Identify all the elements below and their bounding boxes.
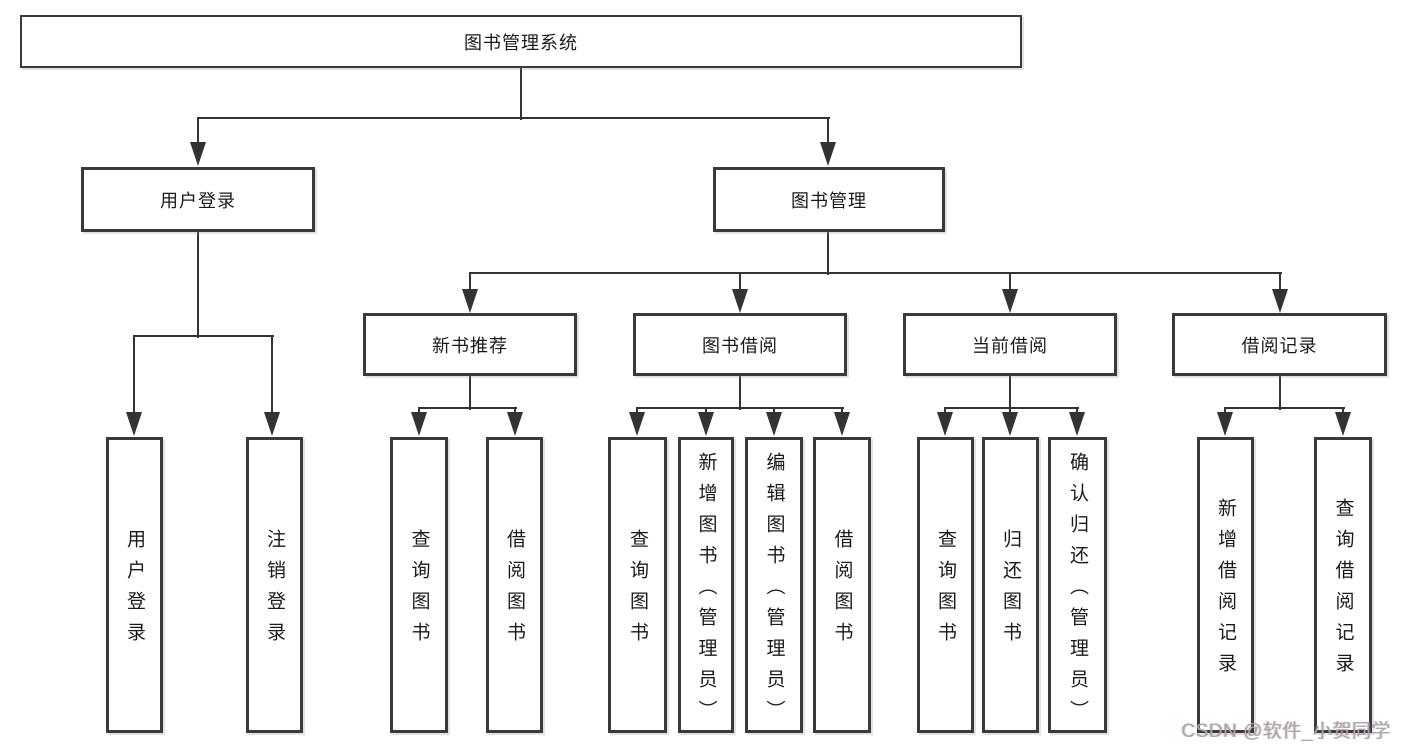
arrowhead-down-icon <box>1069 412 1085 436</box>
leaf-query-book-recommend: 查询图书 <box>390 437 448 733</box>
connector-user-login-stub <box>197 232 199 338</box>
node-label: 借阅图书 <box>504 529 525 653</box>
leaf-query-book-current: 查询图书 <box>917 437 974 733</box>
connector-branch <box>636 407 844 409</box>
arrowhead-down-icon <box>629 412 645 436</box>
connector-arrow-stem <box>514 408 516 415</box>
arrowhead-down-icon <box>820 142 836 166</box>
connector-arrow-stem <box>469 273 471 291</box>
connector-arrow-stem <box>739 273 741 291</box>
node-label: 查询图书 <box>627 529 648 653</box>
connector-branch <box>944 407 1079 409</box>
arrowhead-down-icon <box>126 412 142 436</box>
arrowhead-down-icon <box>190 142 206 166</box>
node-label: 用户登录 <box>124 529 145 653</box>
arrowhead-down-icon <box>834 412 850 436</box>
node-label: 编辑图书（管理员） <box>763 451 785 731</box>
node-label: 注销登录 <box>264 529 285 653</box>
node-borrowing-records: 借阅记录 <box>1172 313 1387 376</box>
connector-level3-branch <box>469 272 1282 274</box>
arrowhead-down-icon <box>264 412 280 436</box>
node-root: 图书管理系统 <box>20 15 1022 68</box>
leaf-user-login: 用户登录 <box>106 437 163 733</box>
arrowhead-down-icon <box>411 412 427 436</box>
node-label: 借阅图书 <box>831 529 853 653</box>
leaf-logout: 注销登录 <box>246 437 303 733</box>
leaf-borrow-book: 借阅图书 <box>813 437 871 733</box>
connector-stub <box>739 376 741 410</box>
leaf-confirm-return-admin: 确认归还（管理员） <box>1048 437 1107 733</box>
leaf-query-borrow-record: 查询借阅记录 <box>1314 437 1372 733</box>
connector-branch <box>418 407 517 409</box>
connector-arrow-stem <box>944 408 946 415</box>
connector-book-mgmt-stub <box>827 232 829 275</box>
csdn-watermark: CSDN @软件_小贺同学 <box>1181 721 1391 742</box>
arrowhead-down-icon <box>766 412 782 436</box>
node-label: 查询借阅记录 <box>1332 498 1354 684</box>
node-label: 图书管理系统 <box>464 32 578 53</box>
connector-arrow-stem <box>636 408 638 415</box>
arrowhead-down-icon <box>732 289 748 313</box>
arrowhead-down-icon <box>698 412 714 436</box>
connector-arrow-stem <box>1342 408 1344 415</box>
connector-arrow-stem <box>133 336 135 414</box>
node-label: 新书推荐 <box>432 335 508 356</box>
connector-branch <box>133 335 274 337</box>
arrowhead-down-icon <box>507 412 523 436</box>
leaf-add-borrow-record: 新增借阅记录 <box>1197 437 1254 733</box>
connector-arrow-stem <box>827 118 829 146</box>
node-label: 查询图书 <box>935 529 956 653</box>
node-label: 归还图书 <box>1000 529 1021 653</box>
node-label: 用户登录 <box>160 190 236 211</box>
node-book-management: 图书管理 <box>713 167 945 232</box>
connector-arrow-stem <box>841 408 843 415</box>
node-label: 新增图书（管理员） <box>695 451 717 731</box>
connector-branch <box>1224 407 1345 409</box>
leaf-edit-book-admin: 编辑图书（管理员） <box>745 437 803 733</box>
connector-stub <box>469 376 471 410</box>
node-label: 确认归还（管理员） <box>1067 451 1088 731</box>
connector-stub <box>1009 376 1011 410</box>
node-label: 图书管理 <box>791 190 867 211</box>
node-label: 图书借阅 <box>702 335 778 356</box>
node-label: 当前借阅 <box>972 335 1048 356</box>
arrowhead-down-icon <box>1002 289 1018 313</box>
arrowhead-down-icon <box>1217 412 1233 436</box>
node-label: 查询图书 <box>408 529 430 653</box>
connector-arrow-stem <box>705 408 707 415</box>
connector-arrow-stem <box>271 336 273 414</box>
node-label: 新增借阅记录 <box>1215 498 1236 684</box>
connector-arrow-stem <box>1076 408 1078 415</box>
leaf-query-book-borrowing: 查询图书 <box>608 437 667 733</box>
connector-arrow-stem <box>1224 408 1226 415</box>
connector-arrow-stem <box>418 408 420 415</box>
connector-arrow-stem <box>773 408 775 415</box>
node-new-book-recommend: 新书推荐 <box>363 313 577 376</box>
connector-arrow-stem <box>197 118 199 146</box>
node-label: 借阅记录 <box>1241 335 1318 356</box>
node-book-borrowing: 图书借阅 <box>633 313 847 376</box>
connector-arrow-stem <box>1279 273 1281 291</box>
arrowhead-down-icon <box>1335 412 1351 436</box>
leaf-borrow-book-recommend: 借阅图书 <box>486 437 543 733</box>
leaf-return-book: 归还图书 <box>982 437 1039 733</box>
arrowhead-down-icon <box>462 289 478 313</box>
arrowhead-down-icon <box>937 412 953 436</box>
connector-arrow-stem <box>1009 273 1011 291</box>
arrowhead-down-icon <box>1272 289 1288 313</box>
leaf-add-book-admin: 新增图书（管理员） <box>678 437 734 733</box>
connector-stub <box>1279 376 1281 410</box>
connector-arrow-stem <box>1009 408 1011 415</box>
connector-root-stub <box>520 68 522 120</box>
node-current-borrowing: 当前借阅 <box>903 313 1117 376</box>
node-user-login: 用户登录 <box>81 167 315 232</box>
arrowhead-down-icon <box>1002 412 1018 436</box>
connector-level2-branch <box>197 117 830 119</box>
